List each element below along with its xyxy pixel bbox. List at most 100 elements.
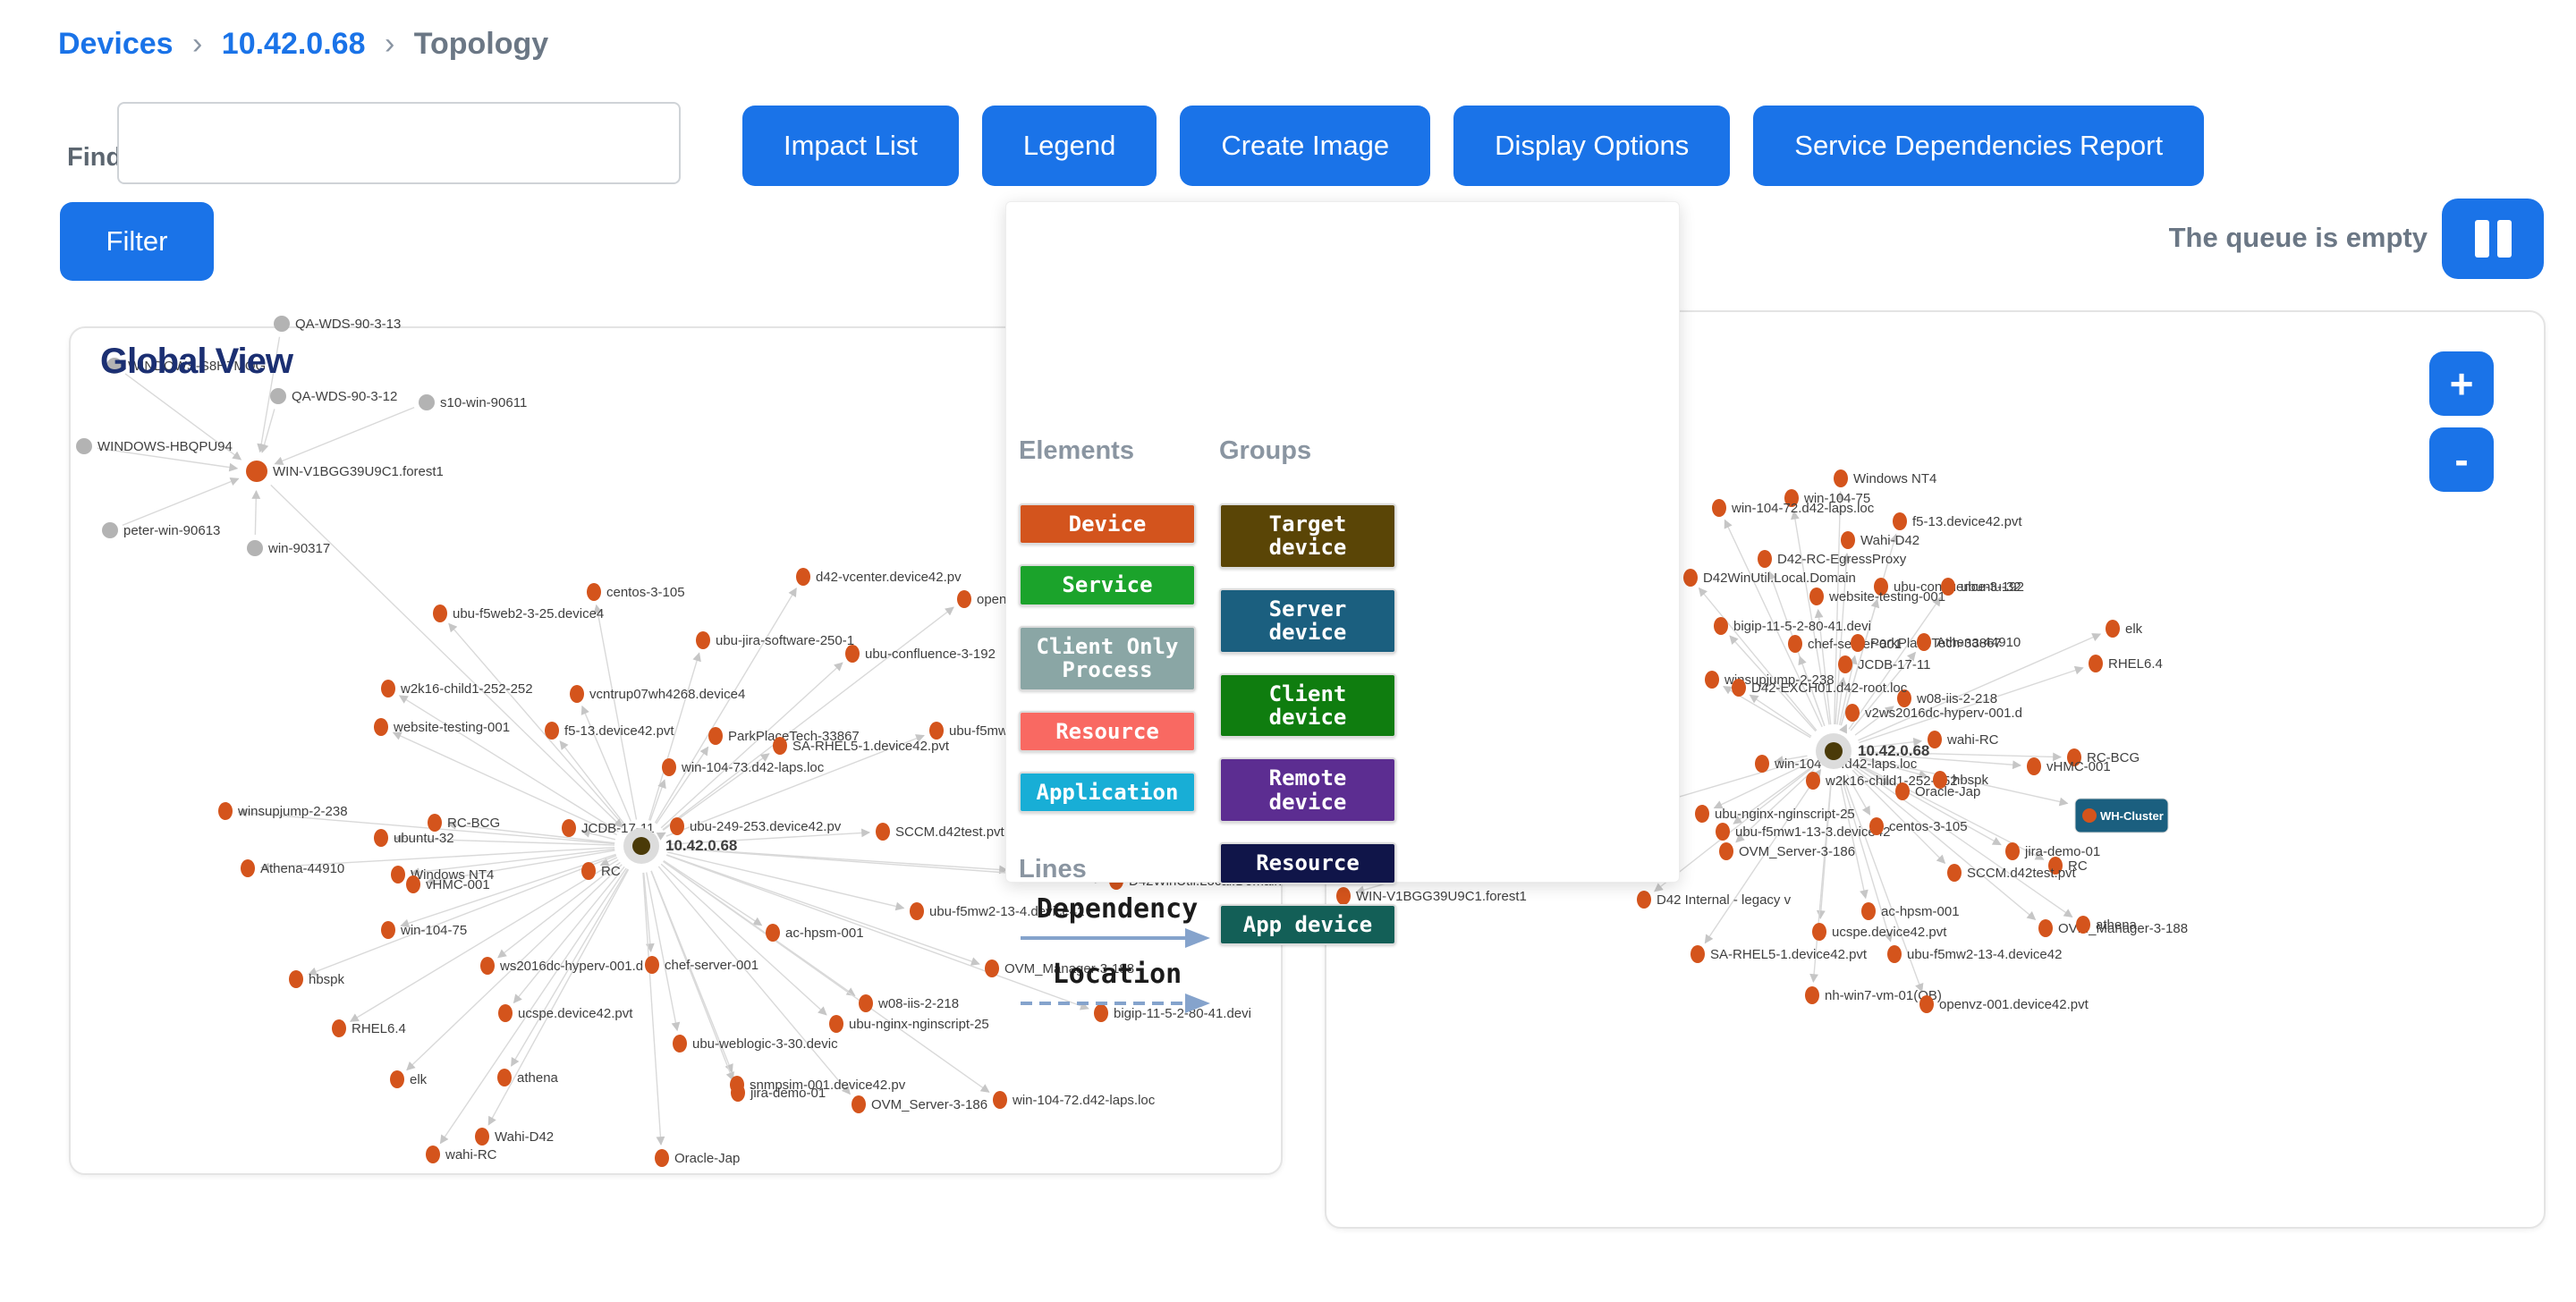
graph-node-athena[interactable]: athena <box>2076 916 2138 934</box>
graph-node-winsupjump-2-238[interactable]: winsupjump-2-238 <box>218 802 348 820</box>
graph-node-parkplacetech-33867[interactable]: ParkPlaceTech-33867 <box>1851 634 2002 652</box>
graph-node-sccm-d42test-pvt[interactable]: SCCM.d42test.pvt <box>1947 864 2077 882</box>
graph-node-wahi-d42[interactable]: Wahi-D42 <box>1841 531 1919 549</box>
graph-node-ws2016dc-hyperv-001-d[interactable]: ws2016dc-hyperv-001.d <box>480 957 643 975</box>
graph-node-bigip-11-5-2-80-41-devi[interactable]: bigip-11-5-2-80-41.devi <box>1094 1004 1251 1022</box>
graph-node-jira-demo-01[interactable]: jira-demo-01 <box>2005 842 2100 860</box>
graph-node-oracle-jap[interactable]: Oracle-Jap <box>1895 782 1980 800</box>
graph-node-qa-wds-90-3-13[interactable]: QA-WDS-90-3-13 <box>274 316 401 332</box>
graph-node-hbspk[interactable]: hbspk <box>289 970 345 988</box>
graph-node-ovm-server-3-186[interactable]: OVM_Server-3-186 <box>852 1095 987 1113</box>
graph-node-parkplacetech-33867[interactable]: ParkPlaceTech-33867 <box>708 727 860 745</box>
graph-node-website-testing-001[interactable]: website-testing-001 <box>374 718 510 736</box>
graph-node-jira-demo-01[interactable]: jira-demo-01 <box>731 1084 826 1102</box>
breadcrumb-device-ip[interactable]: 10.42.0.68 <box>221 27 366 61</box>
graph-node-sa-rhel5-1-device42-pvt[interactable]: SA-RHEL5-1.device42.pvt <box>773 737 950 755</box>
graph-node-10-42-0-68[interactable]: 10.42.0.68 <box>623 828 737 864</box>
graph-node-ac-hpsm-001[interactable]: ac-hpsm-001 <box>766 924 864 942</box>
graph-node-winsupjump-2-238[interactable]: winsupjump-2-238 <box>1705 671 1835 689</box>
graph-node-ovm-server-3-186[interactable]: OVM_Server-3-186 <box>1719 842 1855 860</box>
toolbar-button-service-dependencies-report[interactable]: Service Dependencies Report <box>1753 106 2205 186</box>
graph-node-d42-exch01-d42-root-loc[interactable]: D42-EXCH01.d42-root.loc <box>1732 679 1908 697</box>
graph-node-ucspe-device42-pvt[interactable]: ucspe.device42.pvt <box>1812 923 1947 941</box>
graph-node-website-testing-001[interactable]: website-testing-001 <box>1809 588 1945 605</box>
graph-node-ubuntu-32[interactable]: ubuntu-32 <box>374 829 454 847</box>
graph-node-ubu-f5web2-3-25-device4[interactable]: ubu-f5web2-3-25.device4 <box>433 604 604 622</box>
graph-node-rc[interactable]: RC <box>581 862 621 880</box>
graph-node-ubu-f5mw2-13-4-device42[interactable]: ubu-f5mw2-13-4.device42 <box>1887 945 2062 963</box>
graph-node-ubu-249-253-device42-pv[interactable]: ubu-249-253.device42.pv <box>670 817 842 835</box>
toolbar-button-create-image[interactable]: Create Image <box>1180 106 1431 186</box>
graph-node-sa-rhel5-1-device42-pvt[interactable]: SA-RHEL5-1.device42.pvt <box>1690 945 1868 963</box>
graph-node-rc[interactable]: RC <box>2048 857 2088 875</box>
graph-node-windows-s8h7mog[interactable]: WINDOWS-S8H7MOG <box>106 358 266 374</box>
toolbar-button-display-options[interactable]: Display Options <box>1453 106 1731 186</box>
graph-node-ovm-manager-3-188[interactable]: OVM_Manager-3-188 <box>985 960 1134 977</box>
graph-node-ubu-f5mw1-13-3-device42[interactable]: ubu-f5mw1-13-3.device42 <box>1716 823 1890 841</box>
graph-node-s10-win-90611[interactable]: s10-win-90611 <box>419 394 527 410</box>
graph-node-athena[interactable]: athena <box>497 1069 559 1086</box>
graph-node-sccm-d42test-pvt[interactable]: SCCM.d42test.pvt <box>876 823 1005 841</box>
graph-node-win-90317[interactable]: win-90317 <box>247 540 330 556</box>
filter-button[interactable]: Filter <box>60 202 214 281</box>
graph-node-v2ws2016dc-hyperv-001-d[interactable]: v2ws2016dc-hyperv-001.d <box>1845 704 2022 722</box>
graph-node-wahi-rc[interactable]: wahi-RC <box>426 1146 497 1163</box>
graph-node-win-104-75[interactable]: win-104-75 <box>1784 489 1870 507</box>
graph-node-openvz-001-device42-pvt[interactable]: openvz-001.device42.pvt <box>1919 995 2089 1013</box>
graph-node-10-42-0-68[interactable]: 10.42.0.68 <box>1816 733 1929 769</box>
graph-node-d42-vcenter-device42-pv[interactable]: d42-vcenter.device42.pv <box>796 568 962 586</box>
graph-node-win-104-73-d42-laps-loc[interactable]: win-104-73.d42-laps.loc <box>662 758 825 776</box>
graph-node-win-104-75[interactable]: win-104-75 <box>381 921 467 939</box>
graph-node-rhel6-4[interactable]: RHEL6.4 <box>332 1019 406 1037</box>
toolbar-button-legend[interactable]: Legend <box>981 106 1157 186</box>
graph-node-vhmc-001[interactable]: vHMC-001 <box>406 875 490 893</box>
graph-node-peter-win-90613[interactable]: peter-win-90613 <box>102 522 220 538</box>
graph-node-ubu-confluence-3-192[interactable]: ubu-confluence-3-192 <box>845 645 996 663</box>
graph-node-f5-13-device42-pvt[interactable]: f5-13.device42.pvt <box>1893 512 2022 530</box>
graph-node-athena-44910[interactable]: Athena-44910 <box>241 859 344 877</box>
breadcrumb-devices[interactable]: Devices <box>58 27 174 61</box>
graph-node-w2k16-child1-252-252[interactable]: w2k16-child1-252-252 <box>1806 772 1958 790</box>
graph-node-d42-internal-legacy-v[interactable]: D42 Internal - legacy v <box>1637 891 1792 909</box>
graph-node-vhmc-001[interactable]: vHMC-001 <box>2027 757 2111 775</box>
graph-node-athena-44910[interactable]: Athena-44910 <box>1917 633 2021 651</box>
graph-node-w08-iis-2-218[interactable]: w08-iis-2-218 <box>1897 689 1997 707</box>
graph-node-rhel6-4[interactable]: RHEL6.4 <box>2089 655 2163 672</box>
graph-node-elk[interactable]: elk <box>2106 620 2143 638</box>
graph-node-win-104-72-d42-laps-loc[interactable]: win-104-72.d42-laps.loc <box>1712 499 1875 517</box>
graph-node-windows-nt4[interactable]: Windows NT4 <box>1834 469 1936 487</box>
graph-node-rc-bcg[interactable]: RC-BCG <box>2067 748 2140 766</box>
graph-node-ubuntu-32[interactable]: ubuntu-32 <box>1941 578 2021 596</box>
find-input[interactable] <box>117 102 681 184</box>
graph-node-rc-bcg[interactable]: RC-BCG <box>428 814 500 832</box>
graph-node-d42winutil-local-domain[interactable]: D42WinUtil.Local.Domain <box>1683 569 1856 587</box>
graph-node-ubu-nginx-nginscript-25[interactable]: ubu-nginx-nginscript-25 <box>829 1015 989 1033</box>
graph-node-w08-iis-2-218[interactable]: w08-iis-2-218 <box>859 994 959 1012</box>
graph-node-f5-13-device42-pvt[interactable]: f5-13.device42.pvt <box>545 722 674 740</box>
graph-node-ovm-manager-3-188[interactable]: OVM_Manager-3-188 <box>2038 919 2188 937</box>
graph-node-ac-hpsm-001[interactable]: ac-hpsm-001 <box>1861 902 1960 920</box>
graph-node-win-104-72-d42-laps-loc[interactable]: win-104-72.d42-laps.loc <box>993 1091 1156 1109</box>
graph-node-centos-3-105[interactable]: centos-3-105 <box>1869 817 1968 835</box>
graph-node-ubu-jira-software-250-1[interactable]: ubu-jira-software-250-1 <box>696 631 854 649</box>
graph-node-windows-hbqpu94[interactable]: WINDOWS-HBQPU94 <box>76 438 233 454</box>
graph-node-ubu-confluence-3-192[interactable]: ubu-confluence-3-192 <box>1874 578 2024 596</box>
graph-node-jcdb-17-11[interactable]: JCDB-17-11 <box>1838 655 1930 673</box>
toolbar-button-impact-list[interactable]: Impact List <box>742 106 959 186</box>
graph-node-wahi-d42[interactable]: Wahi-D42 <box>475 1128 554 1146</box>
graph-node-bigip-11-5-2-80-41-devi[interactable]: bigip-11-5-2-80-41.devi <box>1714 617 1871 635</box>
graph-node-d42-rc-egressproxy[interactable]: D42-RC-EgressProxy <box>1758 550 1907 568</box>
graph-node-ubu-weblogic-3-30-devic[interactable]: ubu-weblogic-3-30.devic <box>673 1035 838 1053</box>
graph-node-centos-3-105[interactable]: centos-3-105 <box>587 583 685 601</box>
graph-node-windows-nt4[interactable]: Windows NT4 <box>391 866 494 884</box>
zoom-out-button[interactable]: - <box>2429 427 2494 492</box>
graph-node-ubu-f5mw2-13-4-device42[interactable]: ubu-f5mw2-13-4.device42 <box>910 902 1084 920</box>
graph-node-qa-wds-90-3-12[interactable]: QA-WDS-90-3-12 <box>270 388 397 404</box>
graph-node-wh-cluster[interactable]: WH-Cluster <box>2074 798 2169 833</box>
graph-node-hbspk[interactable]: hbspk <box>1933 771 1989 789</box>
columns-button[interactable] <box>2442 199 2544 279</box>
graph-node-chef-server-001[interactable]: chef-server-001 <box>645 956 758 974</box>
graph-node-vcntrup07wh4268-device4[interactable]: vcntrup07wh4268.device4 <box>570 685 745 703</box>
graph-node-w2k16-child1-252-252[interactable]: w2k16-child1-252-252 <box>381 680 533 698</box>
graph-node-ubu-nginx-nginscript-25[interactable]: ubu-nginx-nginscript-25 <box>1695 805 1855 823</box>
